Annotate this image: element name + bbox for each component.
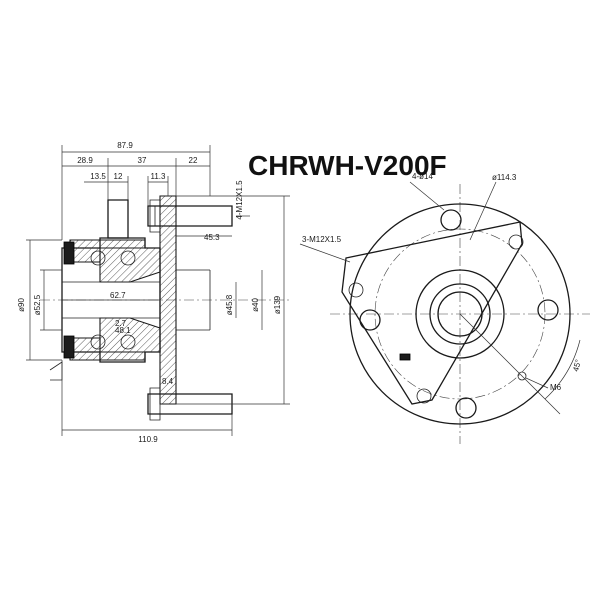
dim-label-22: 22 [189,156,198,165]
seal-lower [63,335,75,359]
dim-label-45-3: 45.3 [204,233,220,242]
stud-hole [440,209,462,231]
leader-pcd [469,181,497,241]
bearing-ball [120,334,136,350]
stud-head-upper [149,199,161,233]
stud-hole [537,299,559,321]
abs-sensor-ring [49,361,63,381]
seal-upper [63,241,75,265]
stud-hole [359,309,381,331]
leader-m6 [525,377,549,389]
hub-flange [159,195,177,405]
stud-hole [455,397,477,419]
label-holes: 4-ø14 [412,172,433,181]
hub-bore-outer [429,283,491,345]
bearing-ball [120,250,136,266]
m6-hole [517,371,527,381]
dim-label-28-9: 28.9 [77,156,93,165]
dim-label-37: 37 [138,156,147,165]
stud-head-lower [149,387,161,421]
dim-label-62-7: 62.7 [110,291,126,300]
dim-label-d139: ø139 [273,295,282,314]
knuckle-ear [107,199,129,239]
leader-holes [409,181,445,211]
dim-label-110-9: 110.9 [138,435,158,444]
side-section-view: 87.9 28.9 37 22 13.5 12 11.3 45.3 62.7 2… [17,141,290,444]
wheel-stud-upper [147,205,233,227]
outer-ring-lower [69,337,146,361]
dim-label-13-5: 13.5 [90,172,106,181]
label-mount-holes: 3-M12X1.5 [302,235,342,244]
bearing-ball [90,250,106,266]
hub-bore-inner [437,291,483,337]
dim-label-inner-b: 48.1 [115,326,131,335]
label-pcd: ø114.3 [492,173,517,182]
dim-label-d40: ø40 [251,298,260,312]
dim-label-inner-a: 2.7 [115,319,127,328]
dim-label-d52-5: ø52.5 [33,294,42,315]
part-number-title: CHRWH-V200F [248,150,447,181]
flange-outer-circle [349,203,571,425]
abs-tab [399,353,411,361]
label-m6: M6 [550,383,562,392]
pcd-circle [374,228,546,400]
angle-ref-line [459,313,561,415]
hub-boss-circle [415,269,505,359]
front-view: 4-ø14 ø114.3 3-M12X1.5 45° M6 [299,172,590,444]
mount-hole [508,234,524,250]
mount-hole [348,282,364,298]
knuckle-triangle [341,221,523,405]
bearing-ball [90,334,106,350]
angle-arc [544,339,581,400]
leader-mount [299,243,351,263]
dim-label-stud-thread: 4-M12X1.5 [235,180,244,220]
dim-label-8-4: 8.4 [162,377,174,386]
dim-label-d90: ø90 [17,298,26,312]
label-angle: 45° [571,358,583,372]
dim-label-11-3: 11.3 [151,172,167,181]
dim-label-12: 12 [114,172,123,181]
mount-hole [416,388,432,404]
dim-label-87-9: 87.9 [117,141,133,150]
dim-label-d45-8: ø45.8 [225,294,234,315]
